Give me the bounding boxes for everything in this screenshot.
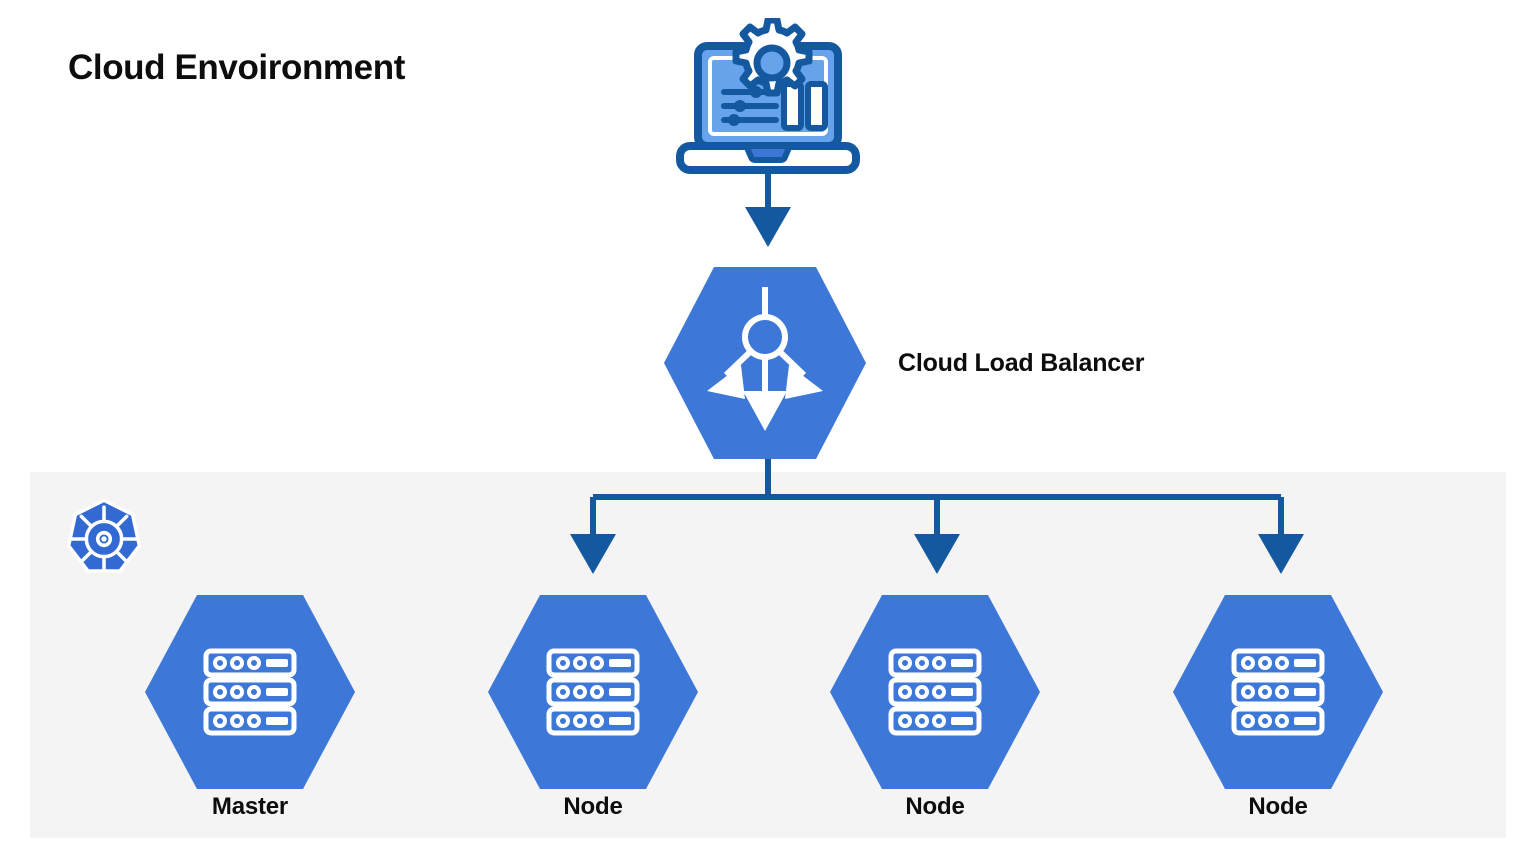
arrow-down-icon <box>743 391 787 431</box>
server-rack-icon <box>488 595 698 789</box>
load-balancer-distribute-icon <box>664 267 866 459</box>
node-label: Node <box>1248 793 1308 820</box>
cluster-node-master[interactable]: Master <box>144 593 356 820</box>
server-rack-icon <box>145 595 355 789</box>
node-label: Node <box>905 793 965 820</box>
server-rack-icon <box>1173 595 1383 789</box>
kubernetes-wheel-icon <box>62 497 146 581</box>
arrow-right-icon <box>785 365 823 399</box>
cluster-node-1[interactable]: Node <box>487 593 699 820</box>
load-balancer-label: Cloud Load Balancer <box>898 349 1145 377</box>
node-label: Node <box>563 793 623 820</box>
laptop-settings-icon <box>672 16 864 178</box>
gear-icon <box>732 16 813 97</box>
arrow-left-icon <box>707 365 745 399</box>
arrow-down-icon <box>745 207 791 247</box>
cluster-node-2[interactable]: Node <box>829 593 1041 820</box>
load-balancer-node[interactable] <box>663 265 867 461</box>
cluster-node-3[interactable]: Node <box>1172 593 1384 820</box>
node-label: Master <box>211 793 289 820</box>
server-rack-icon <box>830 595 1040 789</box>
page-title: Cloud Envoironment <box>68 48 405 87</box>
